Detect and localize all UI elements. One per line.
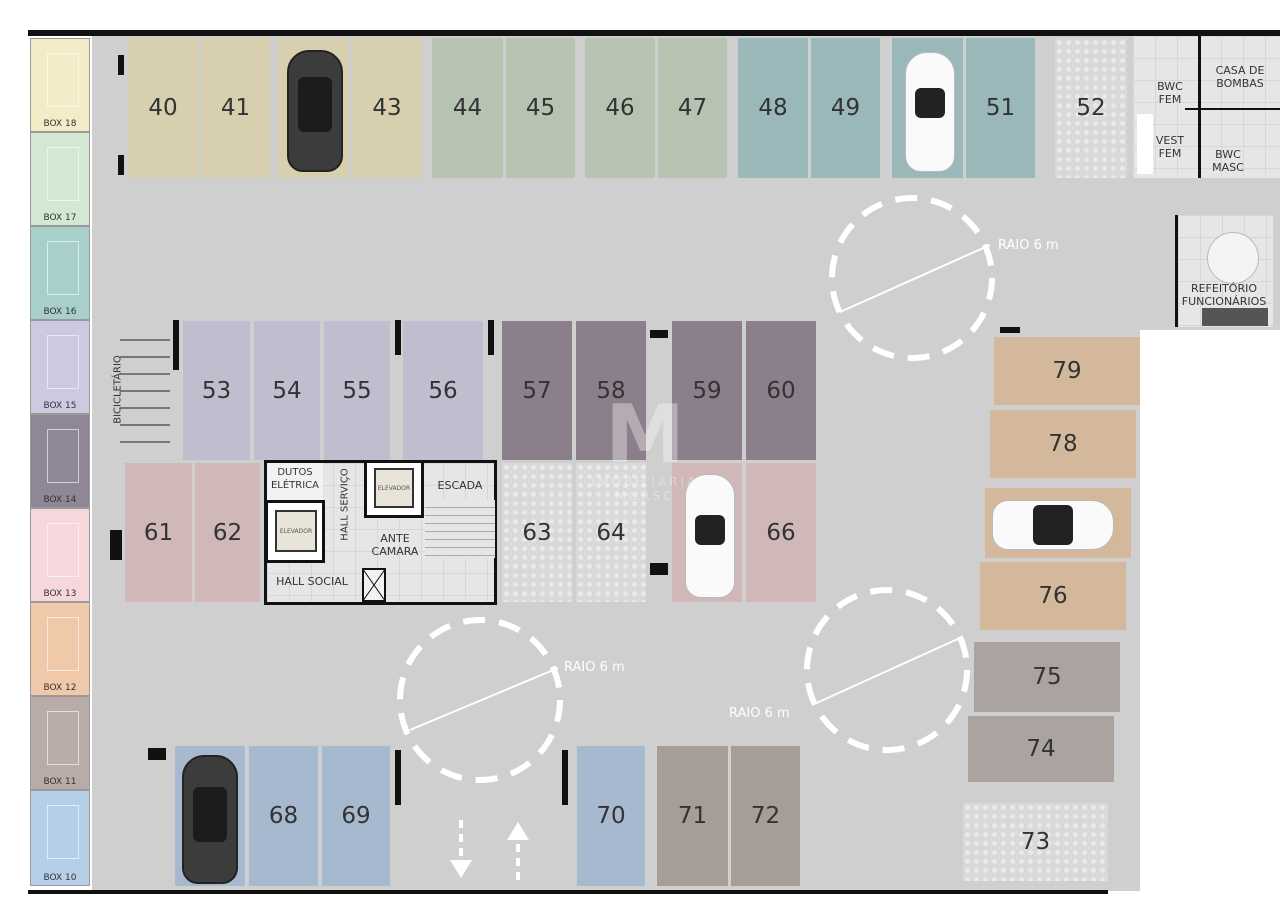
spot-71[interactable]: 71 (657, 746, 728, 886)
box-13[interactable]: BOX 13 (30, 508, 90, 602)
spot-76[interactable]: 76 (980, 562, 1126, 630)
turning-circle (804, 587, 970, 753)
spot-53[interactable]: 53 (183, 321, 250, 460)
table-icon (1207, 232, 1259, 284)
spot-60[interactable]: 60 (746, 321, 816, 460)
spot-44[interactable]: 44 (432, 38, 503, 178)
shaft (362, 568, 386, 602)
spot-47[interactable]: 47 (658, 38, 727, 178)
spot-46[interactable]: 46 (585, 38, 655, 178)
spot-69[interactable]: 69 (322, 746, 390, 886)
bench (1137, 114, 1153, 174)
dutos-label: DUTOS ELÉTRICA (270, 467, 320, 491)
arrow-down-head (450, 860, 472, 878)
dutos-room (267, 463, 323, 501)
car-icon (685, 474, 735, 598)
wall (1185, 108, 1280, 110)
bwc-masc-label: BWC MASC (1212, 148, 1244, 174)
car-icon (287, 50, 343, 172)
counter (1202, 308, 1268, 326)
spot-72[interactable]: 72 (731, 746, 800, 886)
spot-52[interactable]: 52 (1055, 38, 1127, 178)
spot-58[interactable]: 58 (576, 321, 646, 460)
spot-48[interactable]: 48 (738, 38, 808, 178)
ante-camara-label: ANTE CAMARA (371, 532, 419, 558)
box-15[interactable]: BOX 15 (30, 320, 90, 414)
spot-63[interactable]: 63 (502, 463, 572, 602)
turning-circle (829, 195, 995, 361)
spot-68[interactable]: 68 (249, 746, 318, 886)
spot-41[interactable]: 41 (201, 38, 270, 178)
spot-75[interactable]: 75 (974, 642, 1120, 712)
box-14[interactable]: BOX 14 (30, 414, 90, 508)
radius-line (839, 244, 991, 313)
imobiliaria-logo: M IMOBILIÁRIA MORSC (591, 388, 699, 504)
vest-fem-label: VEST FEM (1155, 134, 1185, 160)
refeitorio-label: REFEITÓRIO FUNCIONÁRIOS (1181, 282, 1267, 308)
box-12[interactable]: BOX 12 (30, 602, 90, 696)
raio-label: RAIO 6 m (998, 238, 1059, 253)
wall (1198, 36, 1201, 178)
spot-66[interactable]: 66 (746, 463, 816, 602)
spot-61[interactable]: 61 (125, 463, 192, 602)
box-17[interactable]: BOX 17 (30, 132, 90, 226)
raio-label: RAIO 6 m (564, 660, 625, 675)
raio-label: RAIO 6 m (729, 706, 790, 721)
spot-70[interactable]: 70 (577, 746, 645, 886)
spot-40[interactable]: 40 (128, 38, 198, 178)
spot-51[interactable]: 51 (966, 38, 1035, 178)
spot-78[interactable]: 78 (990, 410, 1136, 478)
outside-area (1140, 330, 1280, 905)
spot-59[interactable]: 59 (672, 321, 742, 460)
casa-bombas-label: CASA DE BOMBAS (1215, 64, 1265, 90)
box-16[interactable]: BOX 16 (30, 226, 90, 320)
bwc-fem-label: BWC FEM (1157, 80, 1183, 106)
hall-social-label: HALL SOCIAL (276, 575, 348, 588)
spot-55[interactable]: 55 (324, 321, 390, 460)
box-10[interactable]: BOX 10 (30, 790, 90, 886)
car-icon (182, 755, 238, 884)
radius-line (811, 637, 961, 706)
arrow-up-head (507, 822, 529, 840)
box-18[interactable]: BOX 18 (30, 38, 90, 132)
spot-54[interactable]: 54 (254, 321, 320, 460)
spot-64[interactable]: 64 (576, 463, 646, 602)
car-icon (992, 500, 1114, 550)
stairs (425, 500, 495, 558)
spot-74[interactable]: 74 (968, 716, 1114, 782)
radius-line (409, 667, 559, 731)
spot-56[interactable]: 56 (403, 321, 483, 460)
car-icon (905, 52, 955, 172)
spot-73[interactable]: 73 (963, 803, 1108, 881)
service-rooms (1133, 36, 1280, 178)
spot-79[interactable]: 79 (994, 337, 1140, 405)
bottom-wall (28, 890, 1108, 894)
spot-49[interactable]: 49 (811, 38, 880, 178)
escada-label: ESCADA (437, 479, 483, 492)
bike-rack (120, 330, 170, 450)
spot-43[interactable]: 43 (352, 38, 422, 178)
elevador-label: ELEVADOR (275, 510, 317, 552)
box-11[interactable]: BOX 11 (30, 696, 90, 790)
elevador-label: ELEVADOR (374, 468, 414, 508)
spot-45[interactable]: 45 (506, 38, 575, 178)
turning-circle (397, 617, 563, 783)
top-wall (28, 30, 1280, 36)
spot-62[interactable]: 62 (195, 463, 260, 602)
spot-57[interactable]: 57 (502, 321, 572, 460)
